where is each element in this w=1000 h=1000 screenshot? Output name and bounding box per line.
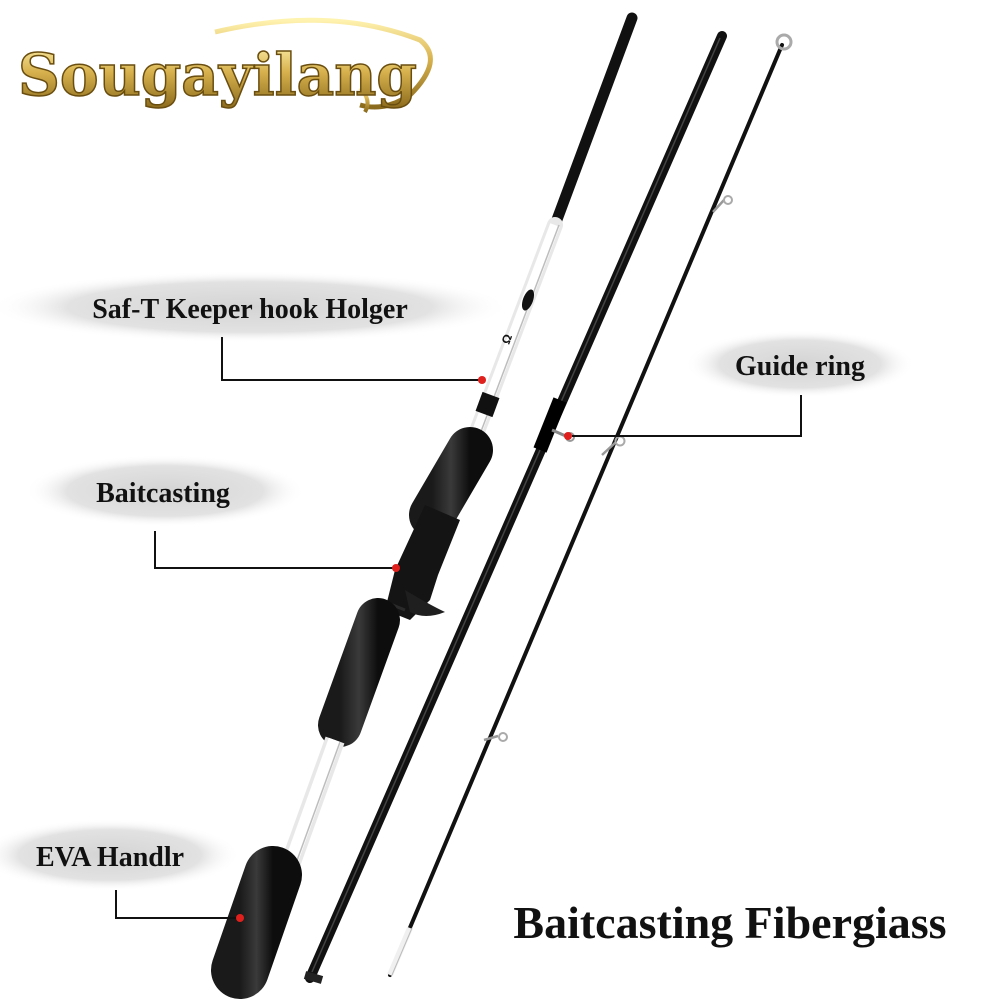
marker-dot: [478, 376, 486, 384]
label-background: [0, 819, 240, 891]
callout-handle: EVA Handlr: [0, 819, 244, 922]
tip-top-guide: [775, 33, 793, 51]
leader-line: [115, 890, 240, 919]
leader-line: [221, 337, 482, 381]
label-background: [0, 271, 510, 343]
logo-hook: [358, 86, 370, 114]
callout-label: Saf-T Keeper hook Holger: [92, 294, 408, 325]
callout-label: EVA Handlr: [36, 842, 184, 873]
callout-label: Guide ring: [735, 351, 865, 382]
brand-logo: Sougayilang: [17, 17, 433, 114]
logo-swoosh: [214, 17, 433, 110]
rod-butt-section: Ω: [211, 12, 638, 999]
rod-mid-section: [303, 31, 727, 984]
label-background: [685, 330, 915, 398]
callout-label: Baitcasting: [96, 478, 230, 509]
marker-dot: [236, 914, 244, 922]
marker-dot: [392, 564, 400, 572]
marker-dot: [564, 432, 572, 440]
callout-reel-seat: Baitcasting: [25, 455, 400, 572]
leader-line: [154, 531, 396, 569]
callout-hook-keeper: Saf-T Keeper hook Holger: [0, 271, 510, 384]
brand-name: Sougayilang: [18, 41, 417, 109]
callout-guide-ring: Guide ring: [564, 330, 915, 440]
label-background: [25, 455, 305, 527]
product-caption: Baitcasting Fibergiass: [513, 897, 946, 948]
leader-line: [572, 395, 802, 437]
